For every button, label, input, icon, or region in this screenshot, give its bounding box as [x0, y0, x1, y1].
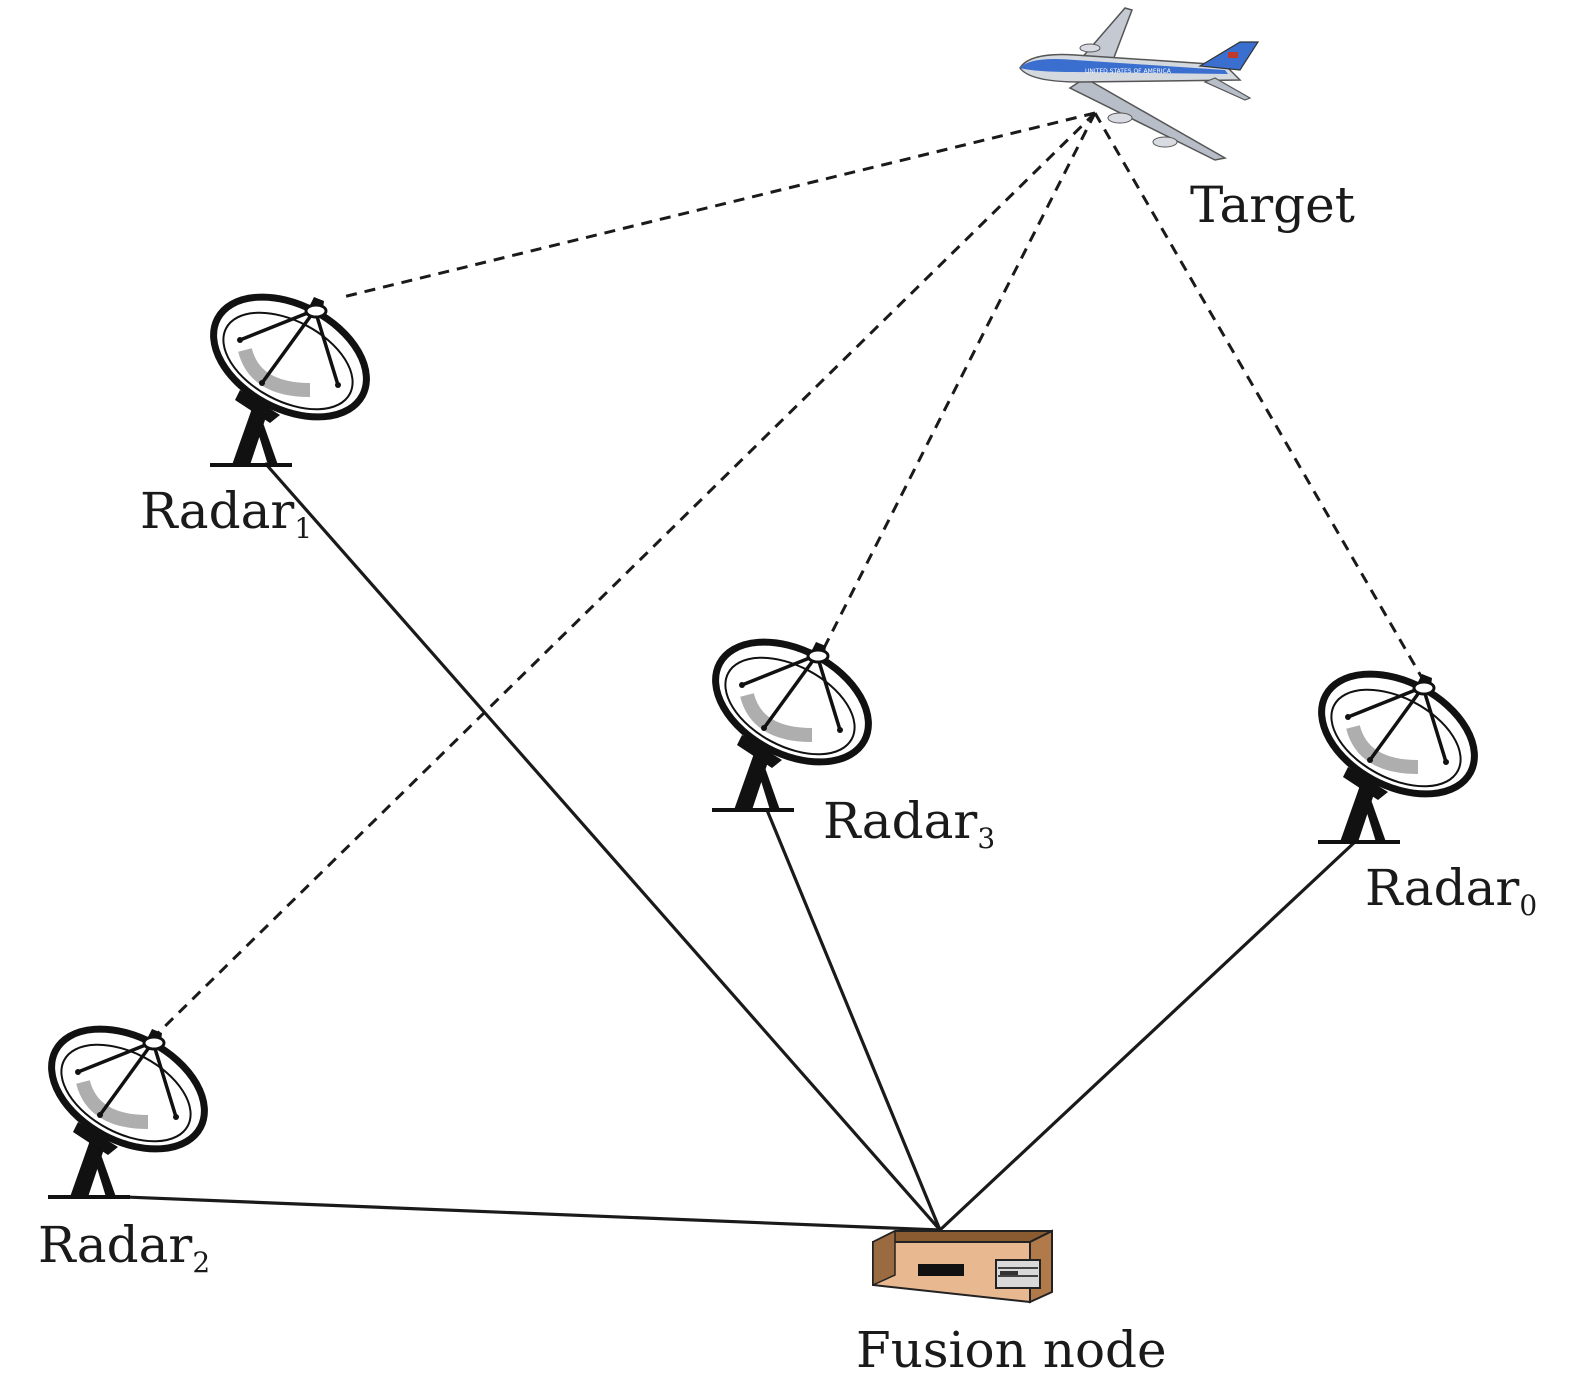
radar-3-label-base: Radar [823, 792, 978, 850]
link-target-radar2 [153, 111, 1097, 1038]
radar-2-label-base: Radar [38, 1216, 193, 1274]
radar-1-label: Radar1 [140, 486, 312, 543]
fusion-node-label: Fusion node [856, 1321, 1167, 1379]
radar-0-label-sub: 0 [1519, 889, 1538, 922]
radar-0-label-base: Radar [1365, 859, 1520, 917]
link-target-radar3 [821, 112, 1097, 651]
target-label: Target [1190, 176, 1355, 234]
link-target-radar1 [342, 111, 1096, 299]
link-fusion-radar0 [938, 838, 1359, 1232]
aircraft-text: UNITED STATES OF AMERICA [1085, 68, 1172, 75]
link-fusion-radar3 [765, 809, 942, 1231]
fusion-node-icon [872, 1229, 1053, 1304]
radar-2-label: Radar2 [38, 1220, 210, 1277]
link-fusion-radar2 [124, 1195, 941, 1232]
radar-3-label-sub: 3 [977, 822, 996, 855]
radar-2-label-sub: 2 [192, 1246, 211, 1279]
radar-2-icon [31, 1005, 225, 1197]
radar-3-label: Radar3 [823, 796, 995, 853]
radar-0-icon [1301, 650, 1495, 842]
radar-1-label-sub: 1 [294, 512, 313, 545]
aircraft-icon: UNITED STATES OF AMERICA [1019, 7, 1260, 161]
link-fusion-radar1 [263, 461, 942, 1232]
radar-0-label: Radar0 [1365, 863, 1537, 920]
radar-3-icon [695, 618, 889, 810]
link-target-radar0 [1093, 112, 1427, 684]
radar-1-label-base: Radar [140, 482, 295, 540]
radar-1-icon [193, 273, 387, 465]
